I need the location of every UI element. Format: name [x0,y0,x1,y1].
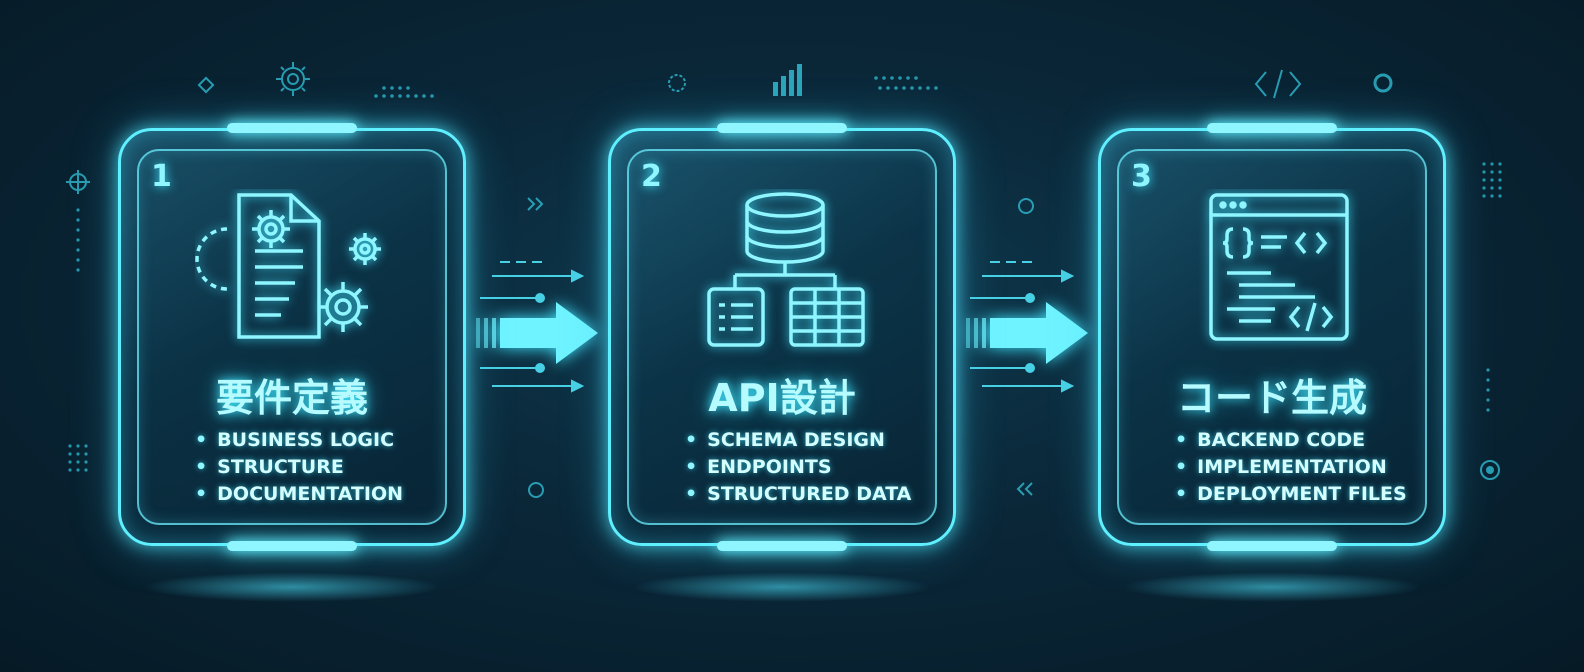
step-title: コード生成 [1176,376,1367,420]
bullet-item: DEPLOYMENT FILES [1175,481,1407,508]
ring-icon [668,74,686,92]
card-bottom-tab [717,541,847,551]
ring-icon [1018,198,1034,214]
step-title: API設計 [708,376,856,420]
step-bullets: BUSINESS LOGIC STRUCTURE DOCUMENTATION [195,427,403,508]
step-bullets: BACKEND CODE IMPLEMENTATION DEPLOYMENT F… [1175,427,1407,508]
chevron-left-icon [1016,482,1033,496]
step-bullets: SCHEMA DESIGN ENDPOINTS STRUCTURED DATA [685,427,911,508]
bullet-item: STRUCTURED DATA [685,481,911,508]
card-bottom-tab [1207,541,1337,551]
bullet-item: DOCUMENTATION [195,481,403,508]
gear-icon [276,62,310,96]
step-title: 要件定義 [215,376,368,420]
card-inner-frame [137,149,447,525]
step-card-3: 3 コード生成 BACKEND CODE IMPLEMENTATION [1098,123,1446,551]
card-inner-frame [1117,149,1427,525]
main-arrow-1 [476,302,598,364]
floor-glow [1122,572,1422,602]
document-gears-icon [195,193,381,339]
step-card-1: 1 要件定義 BUSINESS LOGIC STRUCTURE DOCUMENT… [118,123,466,551]
bullet-item: BACKEND CODE [1175,427,1407,454]
bullet-item: BUSINESS LOGIC [195,427,403,454]
bullet-item: SCHEMA DESIGN [685,427,911,454]
step-number: 3 [1131,159,1152,194]
flow-arrow-2 [970,261,1075,393]
bullet-item: ENDPOINTS [685,454,911,481]
crosshair-icon [66,170,90,194]
bullet-item: IMPLEMENTATION [1175,454,1407,481]
bar-chart-icon [773,64,802,96]
step-card-2: 2 API設計 SCHEMA DESIGN [608,123,956,551]
main-arrow-2 [966,302,1088,364]
card-inner-frame [627,149,937,525]
code-brackets-icon [1254,69,1302,99]
step-number: 1 [151,159,172,194]
diamond-icon [197,76,215,94]
flow-arrow-1 [480,261,585,393]
floor-glow [142,572,442,602]
bullet-item: STRUCTURE [195,454,403,481]
ring-icon [1373,73,1393,93]
dot-pattern [68,76,1502,472]
target-icon [1480,460,1500,480]
card-top-tab [1207,123,1337,133]
floor-glow [632,572,932,602]
chevron-right-icon [527,197,544,211]
card-top-tab [717,123,847,133]
ring-icon [528,482,544,498]
card-top-tab [227,123,357,133]
step-number: 2 [641,159,662,194]
database-tables-icon [707,192,865,347]
code-window-icon [1209,193,1349,341]
card-bottom-tab [227,541,357,551]
